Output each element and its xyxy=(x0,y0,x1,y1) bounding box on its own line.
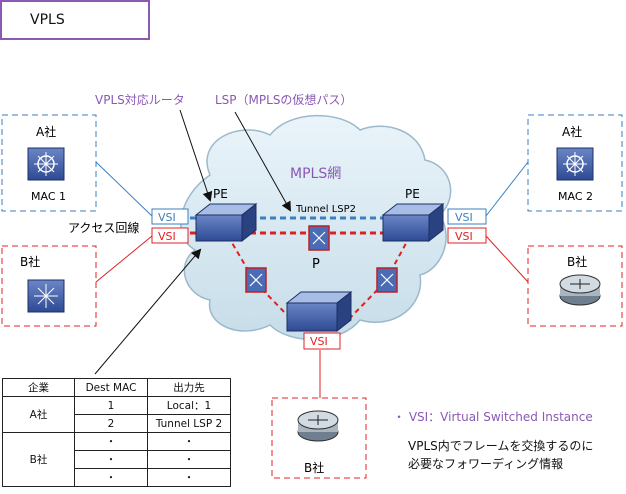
table-cell-out: ・ xyxy=(147,432,231,451)
pe-left-label: PE xyxy=(213,187,228,201)
label-vpls-router: VPLS対応ルータ xyxy=(95,93,185,107)
access-line-a-left xyxy=(95,161,153,217)
switch-icon xyxy=(556,147,594,181)
site-b-left-label: B社 xyxy=(20,254,40,269)
mac2-label: MAC 2 xyxy=(558,190,593,203)
access-line-b-left xyxy=(95,235,153,283)
table-row: A社 1 Local：1 xyxy=(2,396,231,433)
table-row: ・ ・ xyxy=(3,468,231,487)
table-cell-out: Tunnel LSP 2 xyxy=(147,414,231,433)
vsi-definition: ・ VSI：Virtual Switched Instance xyxy=(393,410,593,424)
arrow-vpls-router xyxy=(179,109,213,202)
svg-text:VSI: VSI xyxy=(455,230,473,243)
table-header-row: 企業 Dest MAC 出力先 xyxy=(2,378,231,397)
page-title: VPLS xyxy=(0,0,150,40)
site-b-left-box xyxy=(1,245,97,327)
mac1-label: MAC 1 xyxy=(31,190,66,203)
vsi-box-a-left: VSI xyxy=(151,208,189,225)
p-router-icon xyxy=(376,267,398,293)
table-cell-mac: ・ xyxy=(74,468,148,487)
site-b-bottom-label: B社 xyxy=(304,460,324,475)
vsi-box-b-right: VSI xyxy=(447,227,487,244)
site-b-right-label: B社 xyxy=(567,254,587,269)
table-header: 出力先 xyxy=(147,378,231,397)
site-a-right-box xyxy=(527,114,623,212)
site-a-left-box xyxy=(1,114,97,212)
table-cell-out: ・ xyxy=(147,468,231,487)
svg-text:VSI: VSI xyxy=(455,211,473,224)
forwarding-table: 企業 Dest MAC 出力先 A社 1 Local：1 2 Tunnel LS… xyxy=(2,378,231,487)
svg-text:VSI: VSI xyxy=(158,211,176,224)
pe-router-icon xyxy=(381,202,445,243)
arrow-lsp xyxy=(234,111,291,212)
site-b-right-box xyxy=(527,245,623,327)
table-cell-out: ・ xyxy=(147,450,231,469)
arrow-table-vsi xyxy=(94,248,202,375)
svg-text:VSI: VSI xyxy=(158,230,176,243)
router-icon xyxy=(297,410,339,442)
pe-right-label: PE xyxy=(405,187,420,201)
table-cell-company: B社 xyxy=(2,432,75,487)
access-line-label: アクセス回線 xyxy=(68,220,139,235)
table-cell-out: Local：1 xyxy=(147,396,231,415)
p-router-icon xyxy=(308,225,330,251)
router-icon xyxy=(559,274,601,306)
table-cell-mac: 2 xyxy=(74,414,148,433)
table-row: 2 Tunnel LSP 2 xyxy=(3,414,231,433)
p-router-icon xyxy=(245,267,267,293)
label-lsp: LSP（MPLSの仮想パス） xyxy=(215,92,352,107)
switch-icon xyxy=(27,147,65,181)
access-line-b-right xyxy=(485,235,529,283)
vsi-box-a-right: VSI xyxy=(447,208,487,225)
svg-text:VSI: VSI xyxy=(310,335,328,348)
table-row: B社 ・ ・ xyxy=(2,432,231,487)
pe-router-icon xyxy=(194,202,258,243)
table-cell-mac: ・ xyxy=(74,432,148,451)
switch-icon xyxy=(27,279,65,313)
table-row: ・ ・ xyxy=(3,450,231,469)
vsi-description-line2: 必要なフォワーディング情報 xyxy=(408,457,564,471)
vsi-box-b-left: VSI xyxy=(151,227,189,244)
table-cell-company: A社 xyxy=(2,396,75,433)
p-label: P xyxy=(312,257,320,272)
table-cell-mac: 1 xyxy=(74,396,148,415)
tunnel-label: Tunnel LSP2 xyxy=(295,204,356,215)
table-cell-mac: ・ xyxy=(74,450,148,469)
table-header: Dest MAC xyxy=(74,378,148,397)
vsi-box-b-bottom: VSI xyxy=(303,332,341,350)
site-a-right-label: A社 xyxy=(562,124,582,139)
site-b-bottom-box xyxy=(271,397,367,479)
tunnel-red-right xyxy=(349,235,411,319)
access-line-a-right xyxy=(485,161,529,217)
vsi-description-line1: VPLS内でフレームを交換するのに xyxy=(408,439,594,453)
table-header: 企業 xyxy=(2,378,75,397)
label-mpls-network: MPLS網 xyxy=(290,166,341,182)
pe-router-icon xyxy=(285,290,353,333)
site-a-left-label: A社 xyxy=(36,124,56,139)
